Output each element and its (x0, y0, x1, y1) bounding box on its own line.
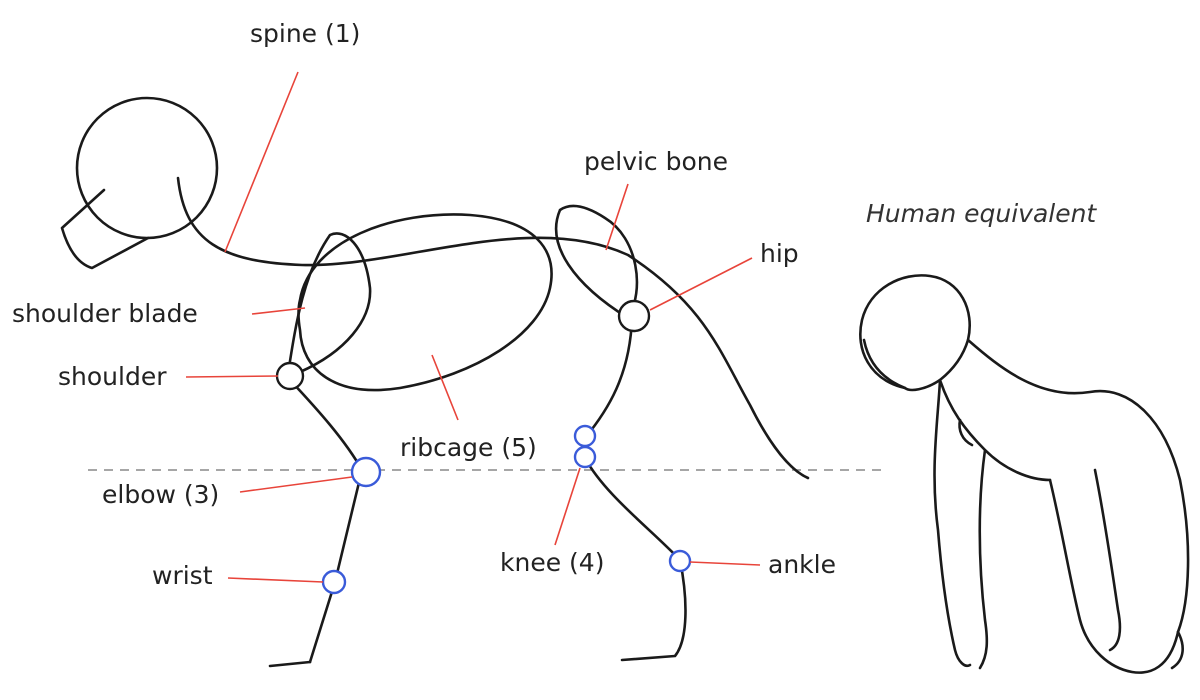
ankle-joint (668, 549, 692, 573)
human-front-leg (1048, 478, 1180, 674)
spine-line (176, 176, 810, 480)
label-pelvic-bone: pelvic bone (584, 147, 728, 176)
human-figure (859, 274, 1190, 674)
wrist-joint (321, 569, 347, 595)
hip-joint (617, 299, 651, 333)
knee-joint-upper (573, 424, 597, 448)
label-shoulder: shoulder (58, 362, 167, 391)
label-hip: hip (760, 239, 799, 268)
elbow-joint (350, 456, 382, 488)
spine-leader (224, 71, 299, 253)
human-head (859, 274, 971, 392)
label-knee: knee (4) (500, 548, 604, 577)
front-leg-lower (308, 468, 364, 664)
shoulder-leader (185, 375, 279, 378)
human-arm (933, 378, 972, 668)
human-back (966, 338, 1190, 634)
human-face (862, 338, 907, 390)
shoulder-joint (275, 361, 305, 391)
pelvic-bone-shape (554, 204, 639, 320)
hind-leg-shin (583, 456, 682, 562)
hind-leg-foot (620, 558, 687, 662)
ribcage-leader (431, 354, 459, 421)
leader-lines (185, 71, 761, 583)
label-human-equivalent: Human equivalent (866, 199, 1097, 228)
knee-joint-lower (573, 445, 597, 469)
knee-leader (554, 467, 581, 546)
hip-leader (649, 257, 753, 311)
joints (275, 299, 692, 595)
animal-skeleton (60, 96, 810, 668)
label-wrist: wrist (152, 561, 213, 590)
front-leg-upper (288, 378, 364, 472)
label-shoulder-blade: shoulder blade (12, 299, 198, 328)
pelvic-bone-leader (605, 183, 629, 251)
snout (60, 188, 150, 270)
human-torso-front (938, 378, 1052, 482)
ankle-leader (689, 561, 761, 566)
front-foot (268, 660, 312, 668)
label-spine: spine (1) (250, 19, 360, 48)
label-ankle: ankle (768, 550, 836, 579)
human-arm-inner (978, 448, 989, 670)
human-back-foot (1170, 630, 1184, 670)
label-elbow: elbow (3) (102, 480, 219, 509)
human-inner-leg (1093, 468, 1122, 652)
labels: spine (1) pelvic bone Human equivalent h… (12, 19, 1097, 590)
shoulder-blade-leader (251, 307, 306, 315)
human-chest (958, 418, 974, 447)
label-ribcage: ribcage (5) (400, 433, 537, 462)
skull-circle (75, 96, 219, 240)
elbow-leader (239, 476, 353, 493)
ribcage-shape (297, 213, 553, 392)
wrist-leader (227, 577, 324, 583)
hind-leg-upper (583, 316, 634, 440)
